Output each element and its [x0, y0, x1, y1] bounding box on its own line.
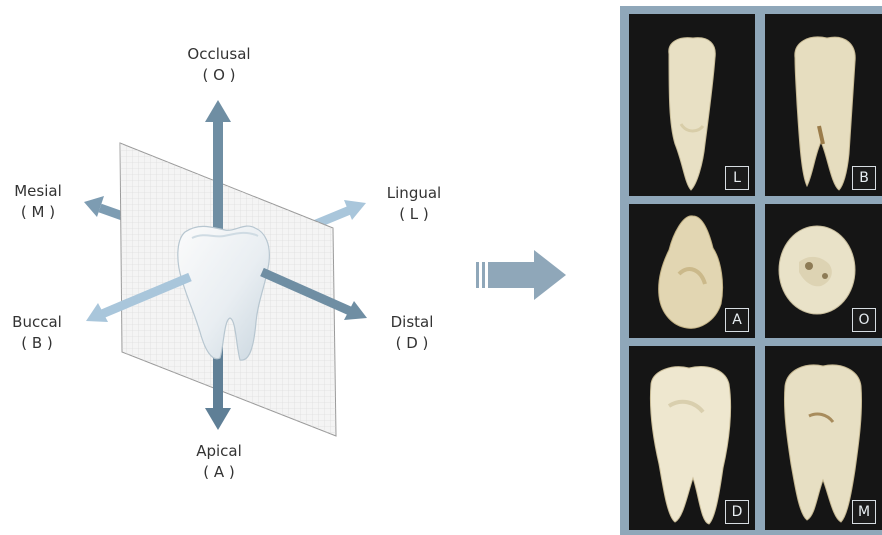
label-occlusal: Occlusal ( O ) — [174, 44, 264, 86]
transition-arrow-head — [470, 245, 590, 305]
photo-distal: D — [629, 346, 755, 530]
photo-buccal: B — [765, 14, 882, 196]
lingual-abbr: ( L ) — [369, 204, 459, 225]
apical-abbr: ( A ) — [174, 462, 264, 483]
label-mesial: Mesial ( M ) — [0, 181, 83, 223]
photo-tag-o: O — [852, 308, 876, 332]
mesial-abbr: ( M ) — [0, 202, 83, 223]
label-apical: Apical ( A ) — [174, 441, 264, 483]
distal-name: Distal — [367, 312, 457, 333]
buccal-abbr: ( B ) — [0, 333, 82, 354]
photo-lingual: L — [629, 14, 755, 196]
photo-tag-b: B — [852, 166, 876, 190]
occlusal-abbr: ( O ) — [174, 65, 264, 86]
photo-mesial: M — [765, 346, 882, 530]
photo-tag-l: L — [725, 166, 749, 190]
label-distal: Distal ( D ) — [367, 312, 457, 354]
lingual-name: Lingual — [369, 183, 459, 204]
label-lingual: Lingual ( L ) — [369, 183, 459, 225]
distal-abbr: ( D ) — [367, 333, 457, 354]
photo-apical: A — [629, 204, 755, 338]
occlusal-name: Occlusal — [174, 44, 264, 65]
photo-occlusal: O — [765, 204, 882, 338]
label-buccal: Buccal ( B ) — [0, 312, 82, 354]
buccal-name: Buccal — [0, 312, 82, 333]
photo-tag-a: A — [725, 308, 749, 332]
apical-name: Apical — [174, 441, 264, 462]
photo-panel: L B A O — [620, 6, 882, 535]
photo-tag-m: M — [852, 500, 876, 524]
mesial-name: Mesial — [0, 181, 83, 202]
photo-tag-d: D — [725, 500, 749, 524]
